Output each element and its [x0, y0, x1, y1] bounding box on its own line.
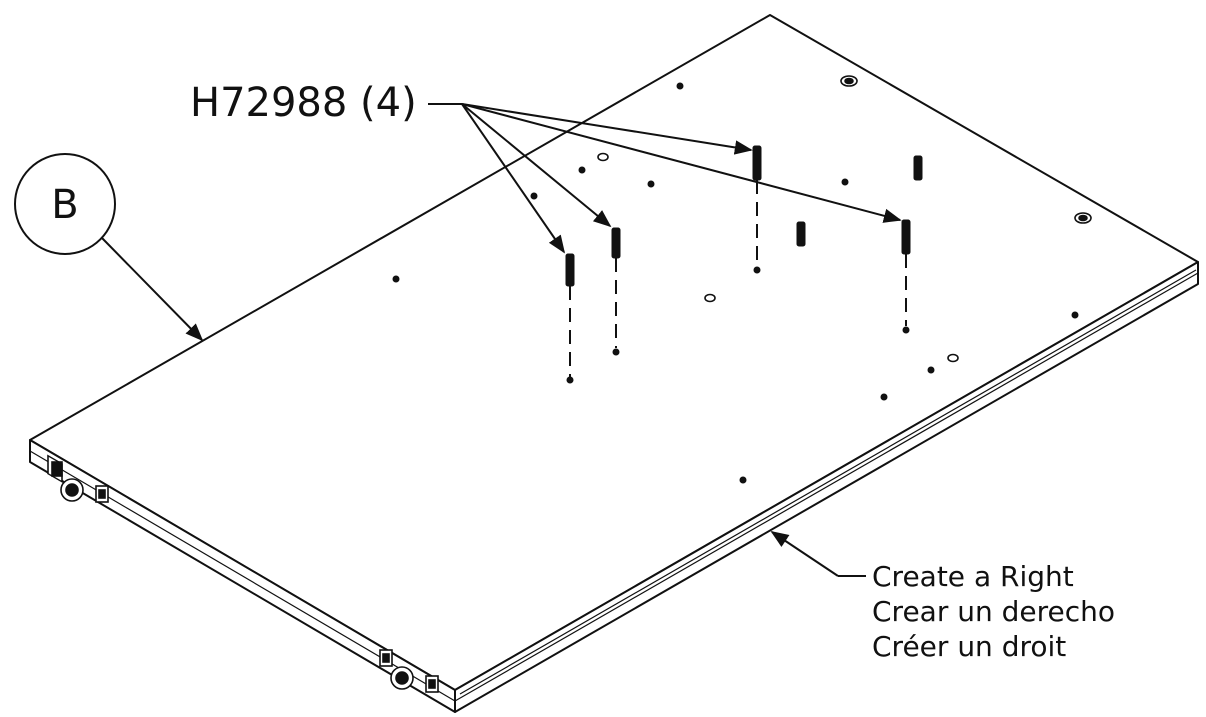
edge-bracket-right — [379, 649, 439, 693]
hole — [739, 476, 747, 484]
counterbore-hole — [947, 353, 959, 363]
installed-studs — [796, 155, 923, 247]
fastener-3 — [752, 145, 762, 274]
fastener-2 — [611, 227, 621, 356]
hole — [530, 192, 538, 200]
hole — [578, 166, 586, 174]
hole — [647, 180, 655, 188]
hole — [1071, 311, 1079, 319]
counterbore-hole — [597, 152, 609, 162]
fastener-4 — [901, 219, 911, 334]
view-label-letter: B — [51, 182, 78, 228]
hole — [392, 275, 400, 283]
side-note-line-es: Crear un derecho — [872, 595, 1115, 628]
counterbore-hole — [704, 293, 716, 303]
hole — [880, 393, 888, 401]
hole — [841, 178, 849, 186]
side-note-leader — [770, 531, 866, 577]
hole — [927, 366, 935, 374]
view-label-leader — [101, 237, 204, 342]
edge-bracket-left — [47, 454, 109, 503]
hole — [676, 82, 684, 90]
panel-holes — [392, 82, 1079, 484]
part-callout-leaders — [428, 103, 902, 254]
side-note-line-fr: Créer un droit — [872, 630, 1066, 663]
view-label-b: B — [14, 153, 204, 342]
part-number-callout: H72988 (4) — [190, 80, 417, 126]
side-note-line-en: Create a Right — [872, 560, 1074, 593]
fastener-1 — [565, 253, 575, 384]
panel-counterbores — [597, 75, 1092, 363]
view-label-circle — [14, 153, 116, 255]
fasteners-h72988 — [565, 145, 911, 384]
